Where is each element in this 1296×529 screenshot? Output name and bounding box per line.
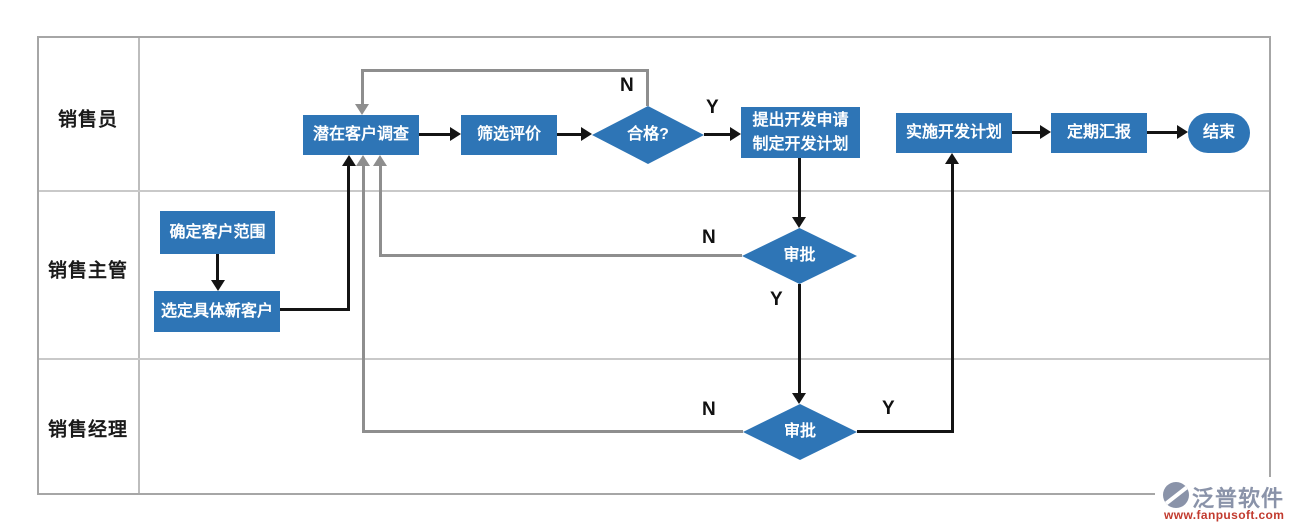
arrowhead-into-implement: [945, 153, 959, 164]
arrowhead-approval1-no-into-survey: [373, 155, 387, 166]
arrowhead-select-into-survey: [342, 155, 356, 166]
arrowhead-into-end: [1177, 125, 1188, 139]
fanpu-logo-icon: [1163, 482, 1189, 508]
lane-label-sales-supervisor: 销售主管: [47, 260, 129, 282]
edge-implement-to-report: [1012, 131, 1041, 134]
node-screening-evaluation: 筛选评价: [461, 115, 557, 155]
arrowhead-into-approval1: [792, 217, 806, 228]
label-no-approval2: N: [702, 399, 716, 420]
edge-select-to-survey-riser: [347, 165, 350, 311]
edge-screening-to-qualified: [557, 133, 582, 136]
edge-qualified-yes: [704, 133, 731, 136]
edge-approval2-yes-riser: [951, 163, 954, 432]
arrowhead-into-survey-top: [355, 104, 369, 115]
edge-approval1-no-riser: [379, 166, 382, 257]
fanpu-logo-icon-slash: [1163, 482, 1189, 508]
node-regular-report: 定期汇报: [1051, 113, 1147, 153]
lane-divider-1: [39, 190, 1269, 192]
label-yes-qualified: Y: [706, 97, 719, 118]
arrowhead-into-select: [211, 280, 225, 291]
arrowhead-into-screening: [450, 127, 461, 141]
node-end: 结束: [1188, 113, 1250, 153]
node-development-application-plan: 提出开发申请 制定开发计划: [741, 107, 860, 158]
node-select-new-customer: 选定具体新客户: [154, 291, 280, 332]
edge-report-to-end: [1147, 131, 1178, 134]
edge-approval2-yes-horizontal: [857, 430, 954, 433]
arrowhead-into-report: [1040, 125, 1051, 139]
arrowhead-into-approval2: [792, 393, 806, 404]
arrowhead-approval2-no-into-survey: [356, 155, 370, 166]
label-no-approval1: N: [702, 227, 716, 248]
arrowhead-into-develop-plan: [730, 127, 741, 141]
edge-approval2-no-horizontal: [363, 430, 743, 433]
edge-approval1-yes: [798, 284, 801, 394]
edge-qualified-no-drop: [361, 69, 364, 105]
edge-select-to-survey-horizontal: [280, 308, 350, 311]
fanpu-logo-name: 泛普软件: [1192, 486, 1285, 511]
node-potential-customer-survey: 潜在客户调查: [303, 115, 419, 155]
node-implement-development-plan: 实施开发计划: [896, 113, 1012, 153]
edge-approval1-no-horizontal: [380, 254, 742, 257]
label-no-qualified: N: [620, 75, 634, 96]
lane-label-sales-manager: 销售经理: [47, 419, 129, 441]
edge-developplan-to-approval1: [798, 158, 801, 218]
node-determine-customer-scope: 确定客户范围: [160, 211, 275, 254]
fanpu-logo: 泛普软件 www.fanpusoft.com: [1155, 477, 1296, 523]
edge-scope-to-select: [216, 254, 219, 281]
fanpu-logo-url: www.fanpusoft.com: [1164, 508, 1285, 522]
arrowhead-into-qualified: [581, 127, 592, 141]
edge-qualified-no-top: [361, 69, 649, 72]
edge-survey-to-screening: [419, 133, 452, 136]
edge-approval2-no-riser: [362, 166, 365, 433]
edge-qualified-no-riser: [646, 69, 649, 106]
swimlane-table: [37, 36, 1271, 495]
lane-divider-2: [39, 358, 1269, 360]
label-yes-approval1: Y: [770, 289, 783, 310]
label-yes-approval2: Y: [882, 398, 895, 419]
lane-label-salesperson: 销售员: [57, 109, 119, 131]
lane-label-column-divider: [138, 38, 140, 493]
